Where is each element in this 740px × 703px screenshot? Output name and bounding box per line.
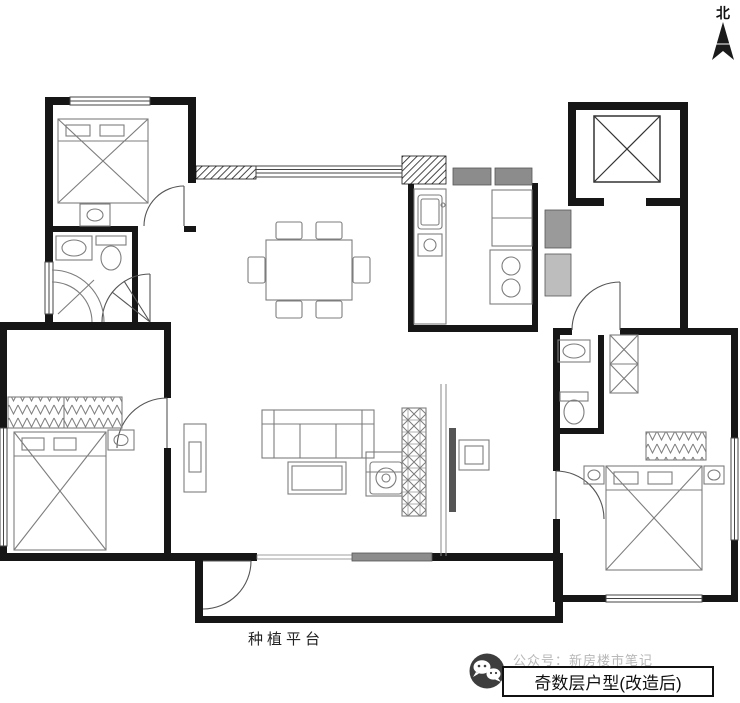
nightstand-right-bedroom <box>583 465 725 485</box>
wardrobe-right-bedroom <box>645 431 707 461</box>
kitchen-stove <box>489 189 533 305</box>
dining-table-set <box>247 221 371 319</box>
window-left-bedroom <box>0 427 8 547</box>
nightstand-topleft <box>79 203 111 227</box>
caption-text: 奇数层户型(改造后) <box>534 674 682 693</box>
door-left-bedroom <box>116 397 168 449</box>
hatched-wall-blocks <box>195 155 447 185</box>
media-console <box>458 439 490 471</box>
north-compass-icon <box>712 22 734 60</box>
coffee-table <box>287 461 347 495</box>
kitchen-counter-sink <box>413 188 447 325</box>
exterior-interior-walls <box>0 97 738 623</box>
side-table-round <box>369 461 403 495</box>
window-topleft-top <box>69 96 151 106</box>
sofa-set <box>261 409 403 497</box>
tv-screen <box>449 428 456 512</box>
door-right-bedroom <box>555 470 605 520</box>
balcony-sliding-door <box>256 552 433 562</box>
door-entry-corridor <box>571 281 621 331</box>
doors <box>101 185 621 610</box>
wechat-icon <box>468 652 506 690</box>
built-in-cabinets <box>452 167 572 297</box>
door-foyer <box>101 273 151 323</box>
storage-cabinet-crossed <box>401 407 427 517</box>
bathroom-topleft-fixtures <box>51 235 127 323</box>
wardrobe-left-bedroom <box>7 396 123 429</box>
elevator-shaft <box>593 115 661 183</box>
nightstand-left-bedroom <box>107 429 135 451</box>
wardrobe-right-crossed <box>609 334 639 394</box>
bed-right-bedroom <box>605 465 703 571</box>
bathroom-right-fixtures <box>557 339 591 425</box>
window-top-middle <box>255 165 403 178</box>
window-topleft-left <box>44 261 54 315</box>
north-label: 北 <box>716 5 730 21</box>
door-bathroom-topleft <box>143 185 185 227</box>
caption-box: 奇数层户型(改造后) <box>502 666 714 697</box>
windows <box>0 96 739 603</box>
planting-platform-label: 种植平台 <box>247 631 324 648</box>
tv-wall-partition <box>440 384 447 556</box>
window-right-bedroom-side <box>730 437 739 541</box>
window-right-bedroom-bottom <box>605 594 703 603</box>
door-balcony <box>202 560 252 610</box>
bed-topleft <box>57 118 149 204</box>
wechat-account-text: 公众号：新房楼市笔记 <box>513 653 654 668</box>
bed-left-bedroom <box>13 431 107 551</box>
side-cabinet-living <box>183 423 207 493</box>
